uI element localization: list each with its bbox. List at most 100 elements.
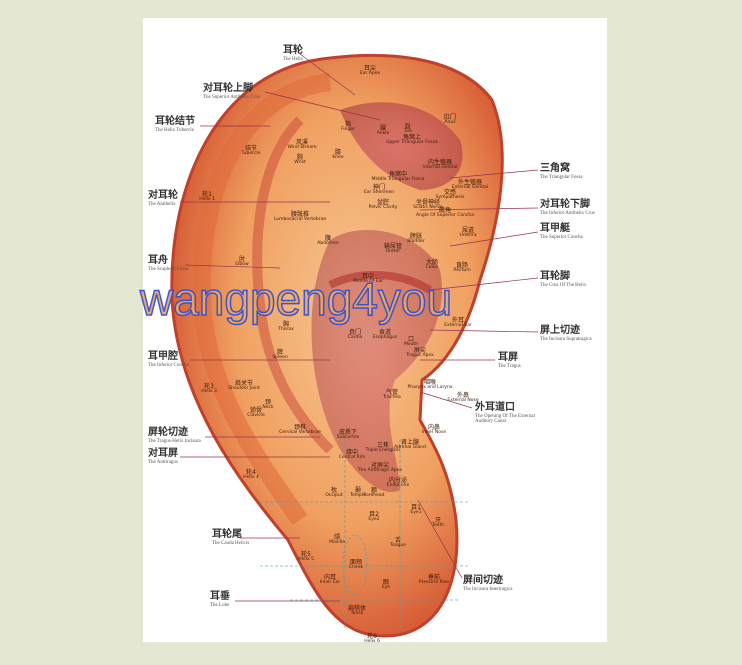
acupoint-en: Subcortex [336, 435, 360, 440]
acupoint-en: Bladder [407, 239, 425, 244]
acupoint-en: Central Rim [338, 455, 366, 460]
acupoint-en: Cheek [348, 565, 364, 570]
acupoint-cn: 腰骶椎 [290, 211, 310, 218]
acupoint-en: Middle Of Ear [352, 279, 384, 284]
acupoint-cn: 耳尖 [363, 65, 377, 72]
acupoint-en: Cardia [347, 335, 363, 340]
acupoint-cn: 颈 [264, 399, 271, 406]
acupoint-en: Knee [332, 155, 344, 160]
acupoint-en: Eye [381, 585, 391, 590]
acupoint-cn: 肛门 [443, 114, 457, 121]
acupoint-cn: 气管 [385, 389, 398, 396]
acupoint-cn: 眼 [382, 579, 389, 586]
triangular-fossa [340, 102, 463, 190]
acupoint-cn: 轮6 [367, 633, 377, 640]
acupoint-cn: 内分泌 [388, 477, 407, 484]
acupoint-cn: 角窝中 [388, 171, 407, 178]
acupoint-cn: 外耳 [451, 317, 464, 324]
acupoint-cn: 直肠 [455, 262, 469, 269]
acupoint-cn: 面颊 [349, 559, 363, 566]
acupoint-en: Spleen [272, 355, 288, 360]
acupoint-en: The Antitragic Apex [357, 468, 403, 473]
acupoint-en: Eye1 [410, 510, 422, 515]
acupoint-cn: 咽喉 [423, 379, 437, 386]
acupoint-en: Wrist [294, 160, 306, 165]
acupoint-en: Ear Shenmen [363, 190, 395, 195]
acupoint-en: Inner Ear [319, 580, 341, 585]
acupoint-en: Sciatic Nerve [413, 205, 443, 210]
acupoint-en: Clavicle [247, 413, 265, 418]
acupoint-en: Abdomen [317, 241, 339, 246]
acupoint-en: Occiput [325, 493, 343, 498]
acupoint-en: Helix 6 [364, 639, 380, 644]
acupoint-en: Tubercle [241, 151, 261, 156]
antihelix [252, 116, 334, 454]
acupoint-en: Forehead [363, 493, 385, 498]
acupoint-en: External Ear [444, 323, 472, 328]
acupoint-cn: 腹 [324, 235, 331, 242]
acupoint-cn: 指 [344, 121, 351, 128]
acupoint-en: Pharynx and Larynx [407, 385, 453, 390]
acupoint-cn: 内鼻 [427, 424, 441, 431]
acupoint-cn: 胸 [282, 321, 289, 328]
acupoint-cn: 踝 [379, 125, 386, 132]
acupoint-en: Wind Stream [287, 145, 317, 150]
acupoint-en: Cervical Vertebrae [279, 430, 321, 435]
acupoint-cn: 口 [407, 336, 415, 343]
acupoint-cn: 轮5 [301, 551, 311, 558]
helix-crus [328, 270, 433, 294]
acupoint-en: Helix 5 [298, 557, 314, 562]
acupoint-cn: 盆腔 [376, 199, 390, 206]
acupoint-cn: 肩关节 [234, 380, 254, 387]
acupoint-en: Helix 3 [201, 389, 217, 394]
acupoint-en: Finger [341, 127, 355, 132]
acupoint-cn: 肘 [238, 256, 246, 263]
acupoint-en: External Nose [447, 398, 479, 403]
acupoint-cn: 缘中 [345, 449, 359, 456]
acupoint-cn: 腕 [296, 154, 303, 161]
acupoint-en: Helix 1 [199, 197, 215, 202]
acupoint-cn: 外生殖器 [457, 179, 483, 186]
acupoint-cn: 内生殖器 [427, 159, 452, 166]
